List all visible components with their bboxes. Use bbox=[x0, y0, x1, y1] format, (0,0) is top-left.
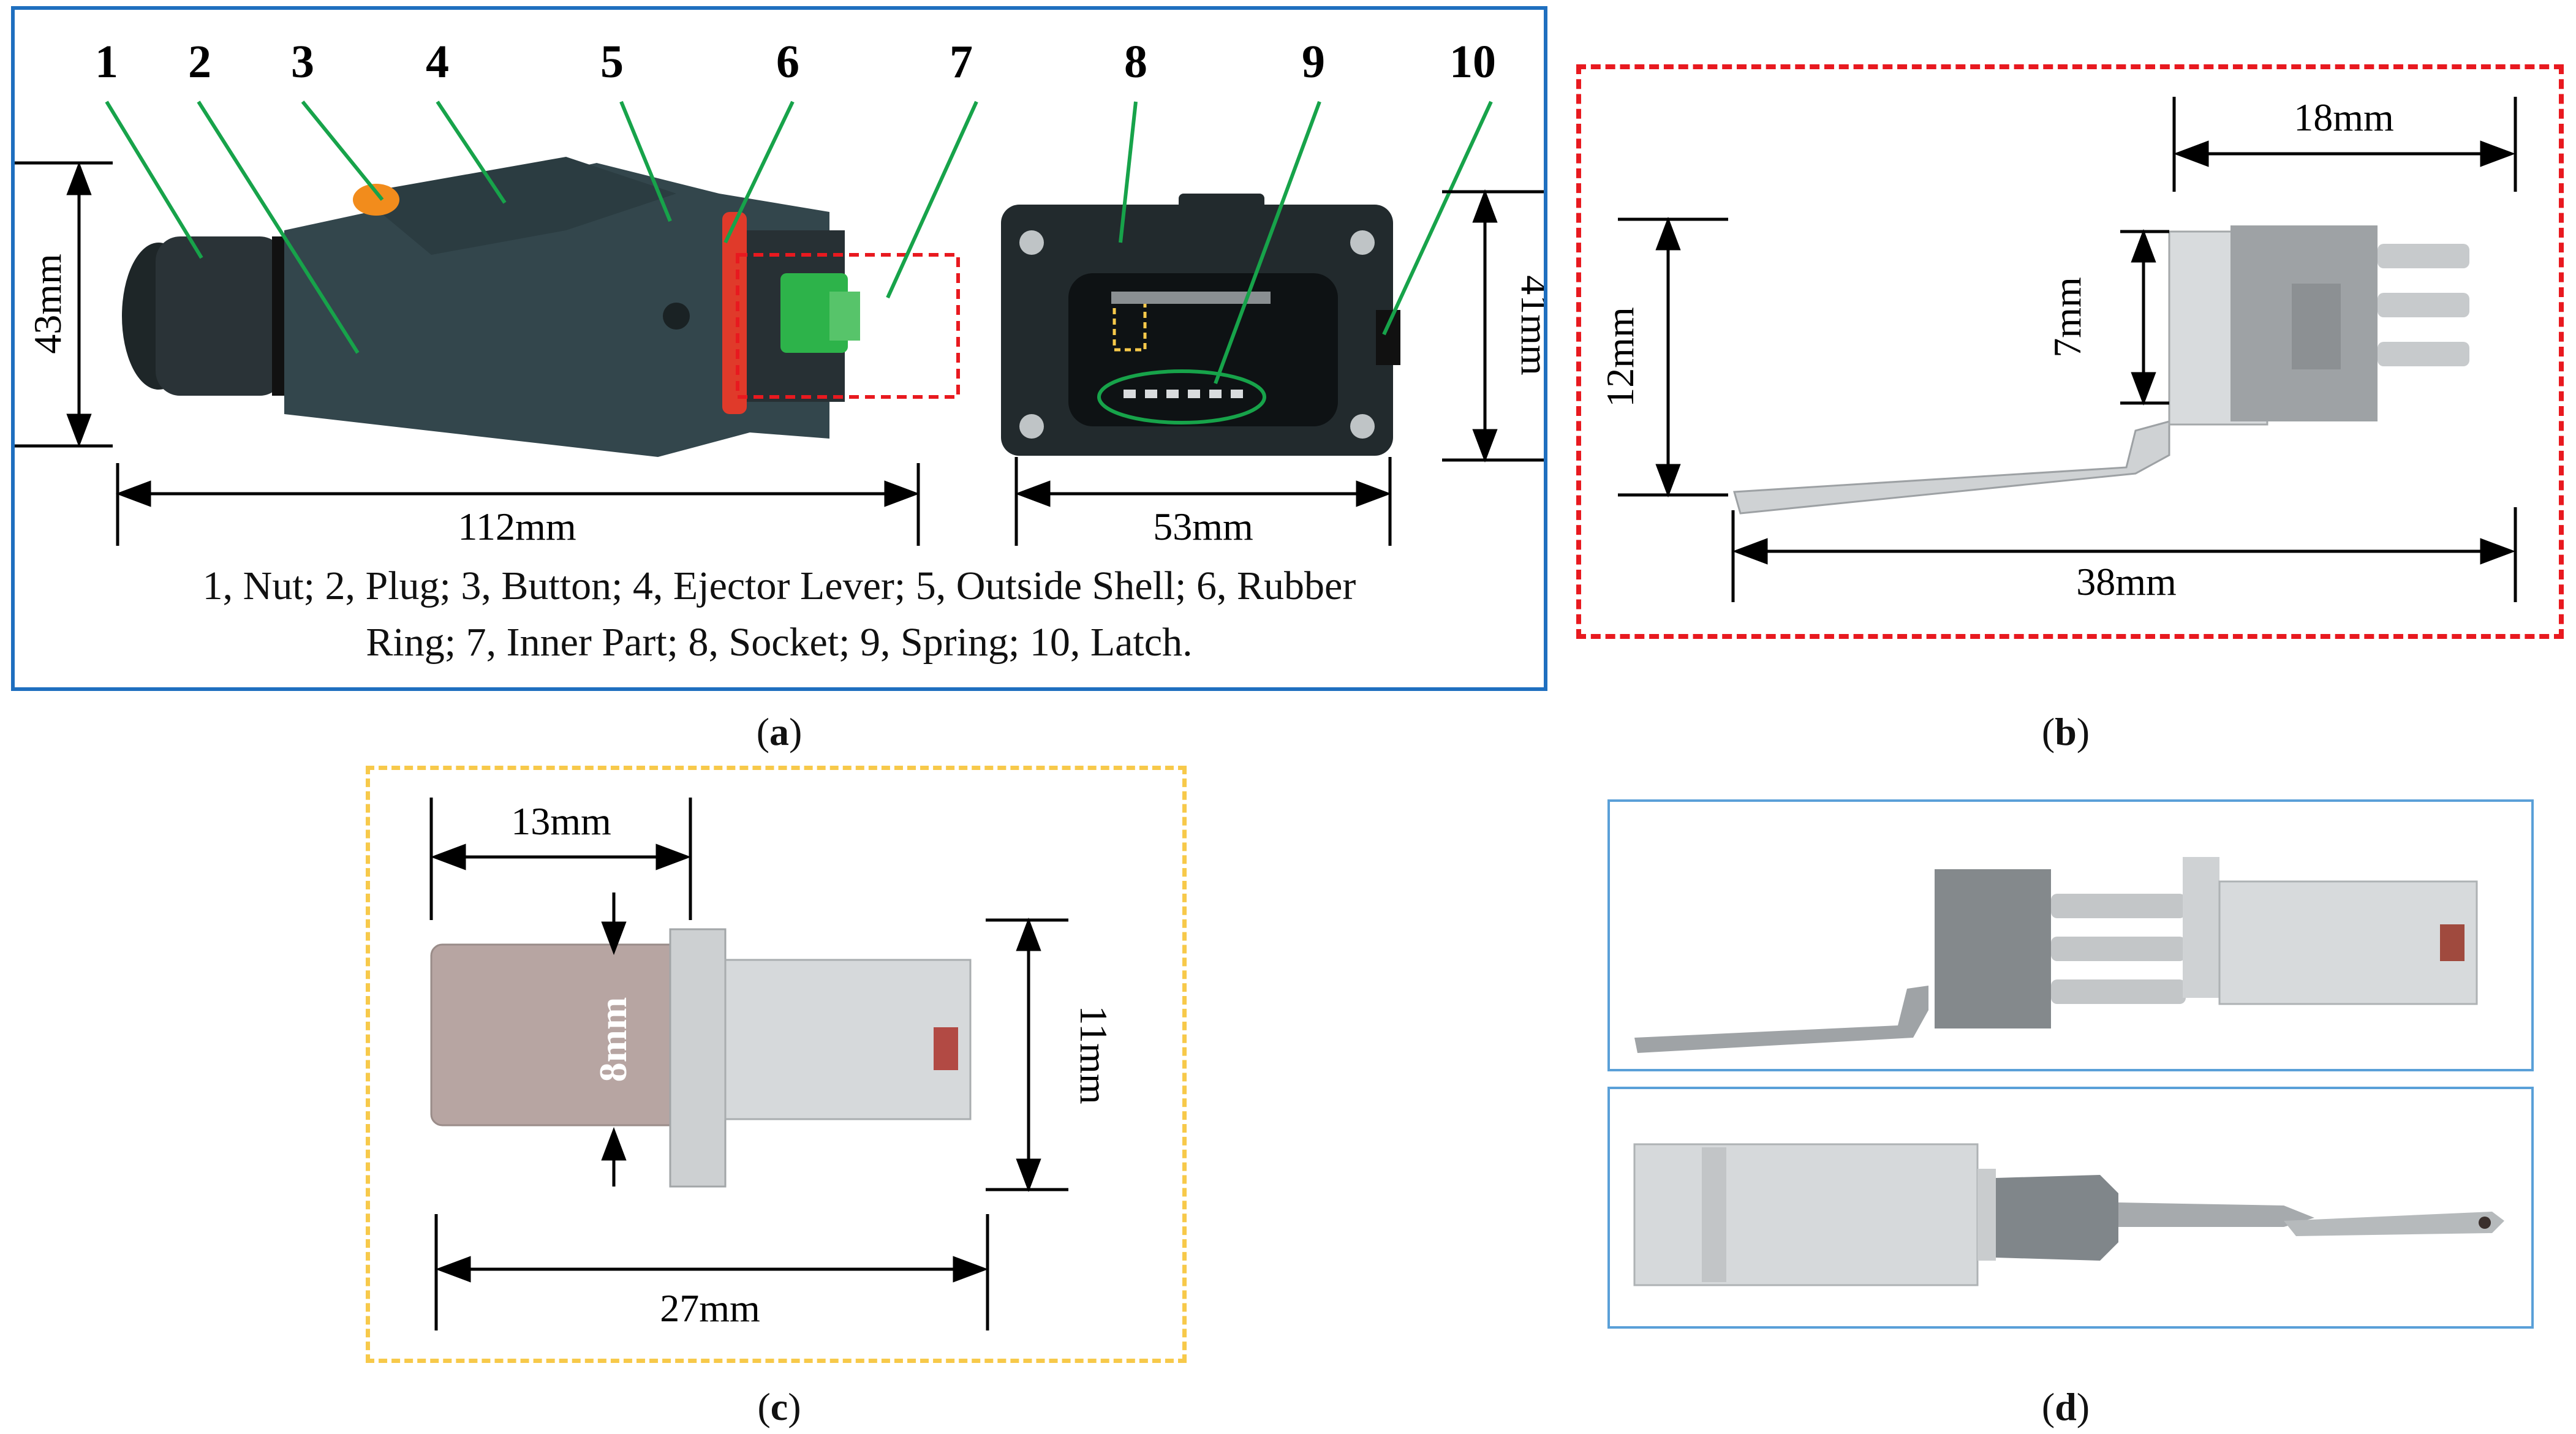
leader-lines bbox=[105, 100, 1493, 385]
terminal-b-illustration bbox=[1733, 225, 2469, 515]
plug-connector-illustration bbox=[122, 157, 960, 457]
panel-a-legend: 1, Nut; 2, Plug; 3, Button; 4, Ejector L… bbox=[15, 558, 1544, 671]
dim-38mm: 38mm bbox=[2076, 560, 2177, 603]
ejector-lever bbox=[358, 157, 676, 255]
panel-b: 18mm 12mm 7mm 38mm bbox=[1576, 64, 2564, 639]
button-orange bbox=[353, 184, 399, 216]
dimension-lines bbox=[1618, 97, 2517, 602]
caption-b: (b) bbox=[2041, 710, 2090, 753]
panel-a: 1 2 3 4 5 6 7 8 9 10 43mm bbox=[11, 6, 1547, 691]
panel-d-bottom bbox=[1607, 1087, 2534, 1329]
part-number: 2 bbox=[188, 36, 211, 88]
terminal-d-bottom-illustration bbox=[1633, 1143, 2504, 1286]
rubber-ring bbox=[722, 212, 747, 414]
caption-a: (a) bbox=[756, 710, 803, 753]
dim-11mm: 11mm bbox=[1072, 1005, 1116, 1104]
dim-53mm: 53mm bbox=[1153, 505, 1253, 548]
dim-41mm: 41mm bbox=[1513, 275, 1544, 375]
part-number: 10 bbox=[1449, 36, 1496, 88]
terminal-c-illustration bbox=[430, 928, 972, 1188]
inner-part-highlight bbox=[736, 253, 960, 399]
terminal-d-top-illustration bbox=[1634, 857, 2478, 1053]
nut-part bbox=[156, 236, 284, 396]
dim-112mm: 112mm bbox=[458, 505, 576, 548]
part-number: 7 bbox=[950, 36, 973, 88]
panel-d-top bbox=[1607, 799, 2534, 1071]
part-number: 6 bbox=[776, 36, 799, 88]
part-number: 8 bbox=[1124, 36, 1147, 88]
spring-highlight bbox=[1097, 369, 1266, 425]
caption-c: (c) bbox=[757, 1385, 801, 1428]
socket-connector-illustration bbox=[1001, 194, 1400, 456]
dim-43mm: 43mm bbox=[26, 254, 69, 354]
panel-c-figure: 13mm 8mm 11mm 27mm bbox=[429, 798, 1116, 1330]
dim-18mm: 18mm bbox=[2294, 96, 2394, 139]
part-number: 5 bbox=[600, 36, 624, 88]
dim-7mm: 7mm bbox=[2045, 277, 2089, 358]
legend-line-2: Ring; 7, Inner Part; 8, Socket; 9, Sprin… bbox=[366, 620, 1193, 665]
legend-line-1: 1, Nut; 2, Plug; 3, Button; 4, Ejector L… bbox=[202, 564, 1356, 608]
dim-27mm: 27mm bbox=[660, 1286, 760, 1330]
dimension-lines bbox=[429, 798, 1068, 1330]
part-number: 9 bbox=[1302, 36, 1325, 88]
dim-13mm: 13mm bbox=[511, 799, 611, 843]
dim-8mm: 8mm bbox=[591, 997, 635, 1082]
dimension-lines bbox=[15, 161, 1544, 546]
part-number: 1 bbox=[95, 36, 118, 88]
part-number: 4 bbox=[426, 36, 449, 88]
dim-12mm: 12mm bbox=[1598, 307, 1642, 407]
part-number: 3 bbox=[291, 36, 314, 88]
caption-d: (d) bbox=[2041, 1385, 2090, 1428]
panel-c: 13mm 8mm 11mm 27mm bbox=[366, 766, 1187, 1363]
panel-b-figure: 18mm 12mm 7mm 38mm bbox=[1598, 96, 2517, 603]
panel-a-figure: 1 2 3 4 5 6 7 8 9 10 43mm bbox=[15, 36, 1544, 548]
